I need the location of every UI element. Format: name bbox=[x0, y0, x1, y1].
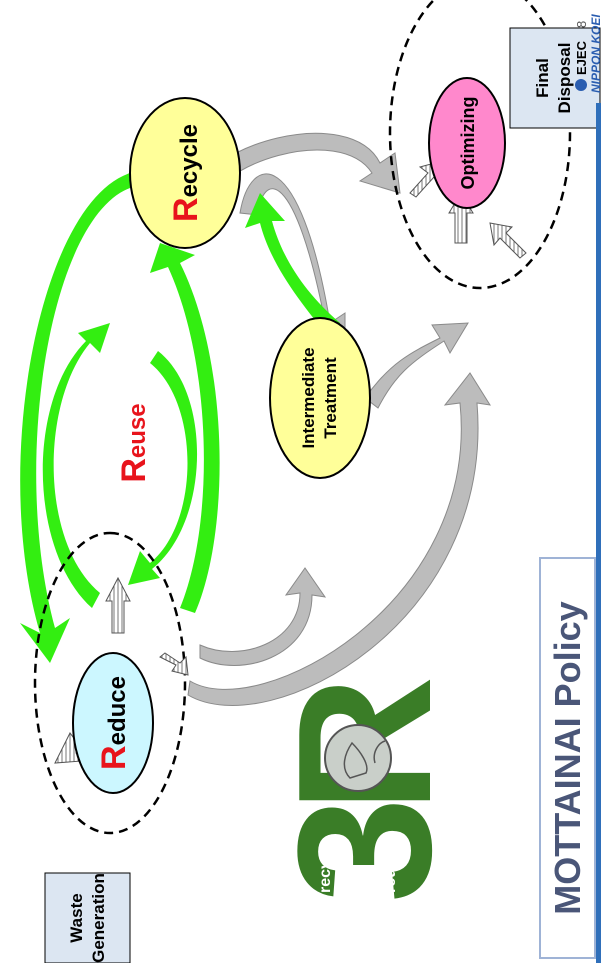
arrow-intermediate-to-recycle bbox=[245, 193, 340, 338]
final-boundary bbox=[388, 0, 572, 290]
optimizing-label: Optimizing bbox=[458, 97, 478, 190]
arrow-reuse-loop bbox=[42, 323, 110, 608]
waste-line2: Generation bbox=[89, 873, 108, 963]
node-recycle: Recycle bbox=[129, 97, 241, 249]
arrow-reduce-to-intermediate bbox=[199, 567, 327, 666]
logo-word-2: reuse bbox=[382, 850, 399, 893]
intermediate-line2: Treatment bbox=[321, 357, 340, 439]
recycle-label: Recycle bbox=[167, 124, 205, 222]
node-reduce: Reduce bbox=[72, 652, 154, 794]
node-intermediate: Intermediate Treatment bbox=[269, 317, 371, 479]
logo-word-1: reduce bbox=[453, 840, 470, 893]
arrow-reuse-return bbox=[128, 351, 198, 585]
arrow-intermediate-to-final bbox=[364, 322, 469, 409]
box-waste-generation: Waste Generation bbox=[44, 872, 131, 964]
reduce-label: Reduce bbox=[95, 676, 133, 770]
arrow-recycle-to-reduce bbox=[20, 173, 130, 663]
brand-secondary: EJEC bbox=[574, 40, 589, 75]
waste-line1: Waste bbox=[67, 893, 86, 942]
brand-primary: NIPPON KOEI bbox=[589, 14, 603, 93]
footer-brand: NIPPON KOEI EJEC 8 bbox=[574, 14, 603, 93]
node-optimizing: Optimizing bbox=[428, 77, 506, 209]
brand-logo-icon bbox=[575, 79, 587, 91]
node-reuse-label: Reuse bbox=[115, 403, 153, 482]
logo-3r: 3 R reduce reuse recycle bbox=[259, 676, 471, 903]
policy-title-box: MOTTAINAI Policy bbox=[539, 557, 596, 959]
intermediate-line1: Intermediate bbox=[299, 347, 318, 448]
logo-big-digit: 3 bbox=[259, 797, 471, 903]
final-line2: Disposal bbox=[555, 43, 574, 114]
waste-boundary bbox=[33, 531, 187, 835]
arrow-reduce-to-final bbox=[187, 372, 492, 706]
rotated-slide-content: Reduce Reuse Recycle Intermediate Treatm… bbox=[20, 0, 603, 964]
page-number: 8 bbox=[574, 21, 589, 28]
logo-word-3: recycle bbox=[317, 838, 334, 893]
reuse-label: Reuse bbox=[115, 403, 153, 482]
final-line1: Final bbox=[533, 58, 552, 98]
globe-icon bbox=[324, 724, 392, 792]
footer-bar bbox=[596, 103, 601, 963]
box-final-disposal: Final Disposal bbox=[509, 27, 601, 129]
arrow-reduce-to-recycle bbox=[150, 243, 220, 613]
policy-title: MOTTAINAI Policy bbox=[547, 601, 588, 914]
green-cycle-arrows bbox=[20, 173, 340, 663]
